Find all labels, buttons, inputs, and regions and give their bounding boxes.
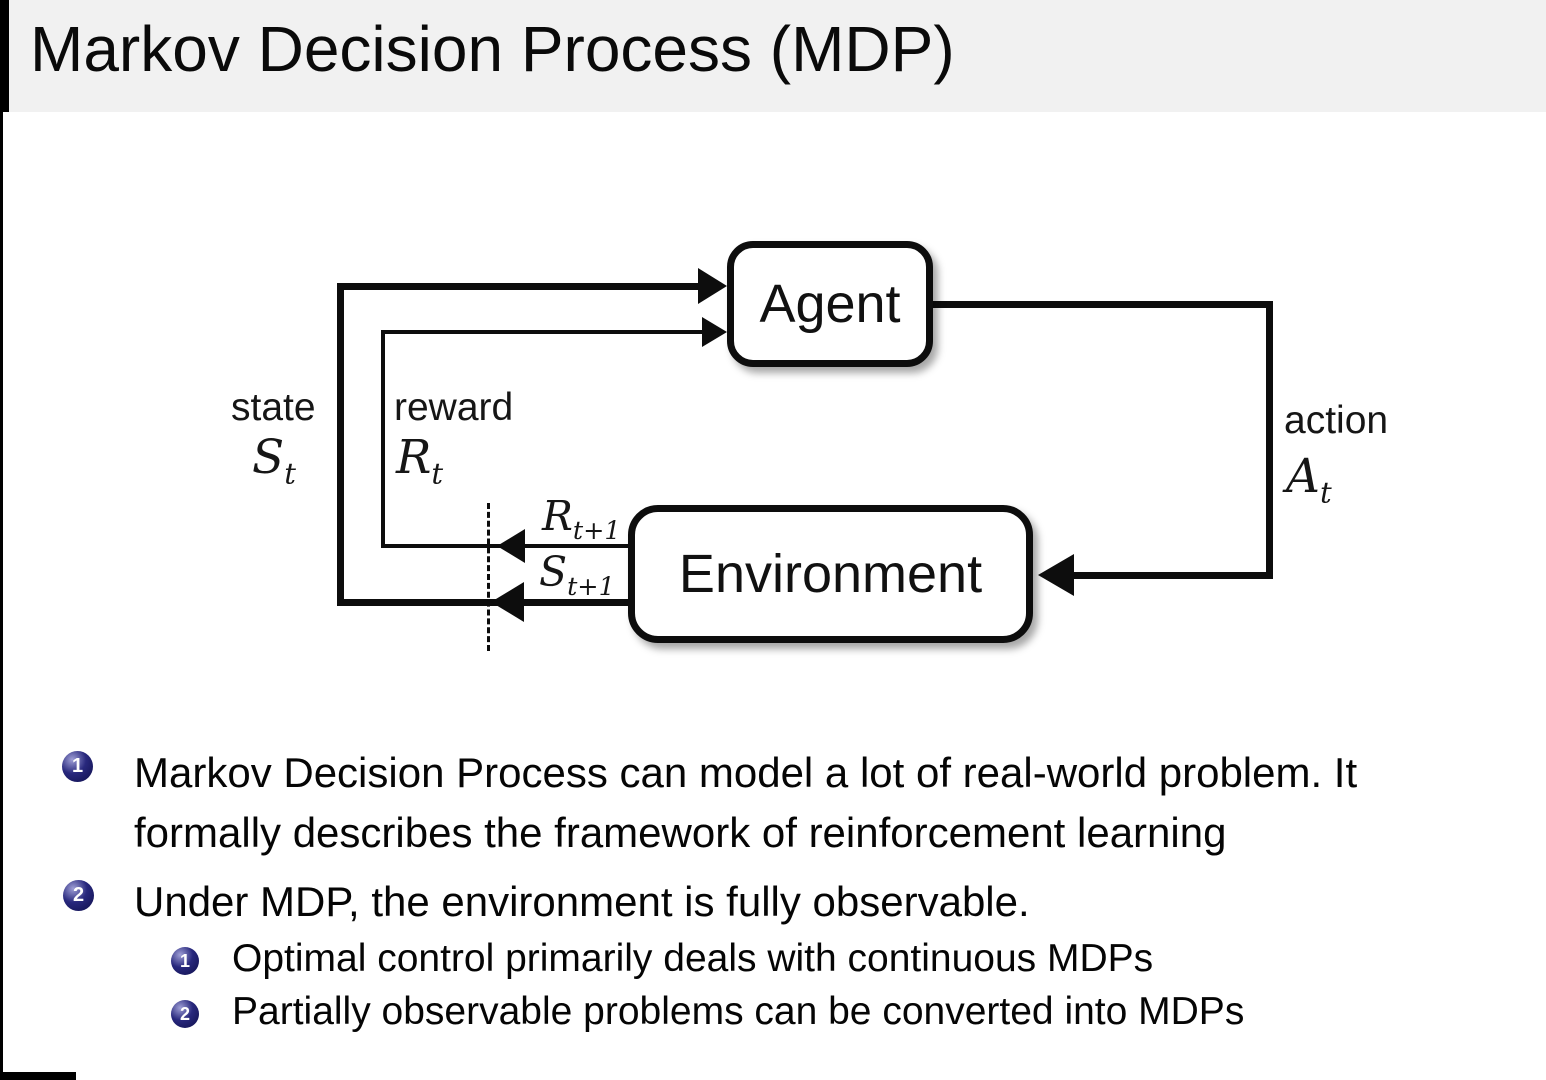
page-title: Markov Decision Process (MDP) — [30, 13, 955, 85]
sub-list-item: Optimal control primarily deals with con… — [232, 937, 1154, 980]
action-symbol: At — [1286, 449, 1332, 509]
environment-node-label: Environment — [678, 544, 983, 604]
environment-node: Environment — [628, 505, 1033, 643]
action-line-top — [933, 301, 1273, 308]
reward-loop-line — [381, 330, 385, 548]
reward-symbol-letter: R — [396, 430, 432, 485]
action-line-bottom — [1072, 572, 1273, 579]
reward-symbol: Rt — [396, 430, 443, 490]
agent-node: Agent — [727, 241, 933, 367]
state-symbol-subscript: t — [284, 456, 296, 491]
state-symbol: St — [252, 430, 296, 490]
reward-to-agent-line — [381, 330, 703, 334]
sub-bullet-number-badge: 1 — [171, 947, 199, 975]
reward-to-agent-arrowhead — [702, 317, 727, 347]
bullet-number: 1 — [71, 755, 84, 777]
bullet-number: 2 — [179, 1003, 190, 1024]
action-symbol-subscript: t — [1319, 475, 1332, 510]
state-label: state — [231, 386, 316, 429]
action-label: action — [1284, 399, 1389, 442]
bullet-number-badge: 1 — [62, 751, 93, 782]
timestep-boundary-dashed-line — [487, 503, 490, 651]
bullet-number: 2 — [72, 884, 85, 906]
bottom-edge-bar — [0, 1072, 76, 1080]
reward-label: reward — [394, 386, 514, 429]
bullet-number: 1 — [179, 950, 190, 971]
agent-node-label: Agent — [759, 274, 901, 334]
sub-list-item: Partially observable problems can be con… — [232, 990, 1245, 1033]
action-line-vertical — [1266, 301, 1273, 579]
next-reward-arrowhead — [497, 529, 525, 563]
next-state-arrowhead — [491, 582, 524, 622]
state-to-agent-line — [337, 283, 700, 290]
next-reward-symbol: Rt+1 — [542, 492, 621, 545]
list-item: Markov Decision Process can model a lot … — [134, 743, 1357, 863]
left-edge-line — [0, 112, 3, 1080]
next-reward-symbol-subscript: t+1 — [572, 515, 621, 546]
left-edge-strip — [0, 0, 9, 112]
state-symbol-letter: S — [252, 430, 285, 485]
state-loop-line — [337, 283, 344, 606]
next-state-symbol-subscript: t+1 — [567, 571, 615, 602]
state-to-agent-arrowhead — [698, 268, 727, 304]
title-bar: Markov Decision Process (MDP) — [0, 0, 1546, 112]
next-state-symbol: St+1 — [539, 548, 615, 601]
action-to-environment-arrowhead — [1038, 554, 1074, 596]
list-item: Under MDP, the environment is fully obse… — [134, 872, 1030, 932]
next-state-line — [337, 599, 628, 606]
action-symbol-letter: A — [1286, 449, 1320, 504]
bullet-text-line: formally describes the framework of rein… — [134, 809, 1227, 856]
next-state-symbol-letter: S — [539, 548, 568, 596]
sub-bullet-number-badge: 2 — [171, 1000, 199, 1028]
bullet-text-line: Markov Decision Process can model a lot … — [134, 749, 1358, 796]
bullet-text-line: Under MDP, the environment is fully obse… — [134, 878, 1030, 925]
reward-symbol-subscript: t — [431, 456, 444, 491]
next-reward-symbol-letter: R — [542, 492, 573, 540]
bullet-number-badge: 2 — [63, 880, 94, 911]
